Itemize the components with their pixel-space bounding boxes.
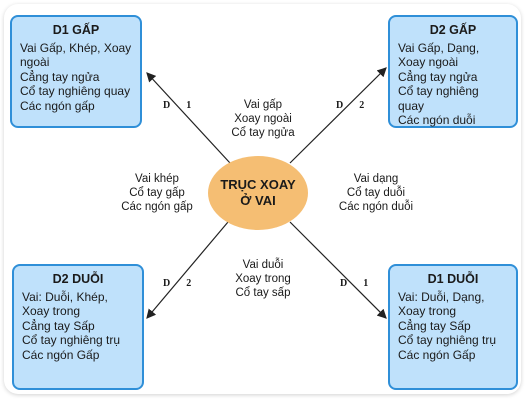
label-top: Vai gấp Xoay ngoài Cổ tay ngửa bbox=[218, 98, 308, 140]
label-line: Vai dạng bbox=[353, 173, 399, 185]
center-ellipse: TRỤC XOAY Ở VAI bbox=[208, 156, 308, 230]
box-line: Các ngón Gấp bbox=[398, 347, 476, 362]
label-line: Các ngón gấp bbox=[121, 201, 193, 213]
box-line: Cẳng tay Sấp bbox=[398, 318, 471, 333]
arrow-bottom-left bbox=[146, 221, 229, 319]
label-line: Cổ tay sấp bbox=[235, 287, 291, 299]
box-line: Vai: Duỗi, Khép, Xoay trong bbox=[22, 289, 108, 319]
box-title: D2 DUỖI bbox=[52, 272, 104, 286]
box-d2-extension: D2 DUỖI Vai: Duỗi, Khép, Xoay trong Cẳng… bbox=[12, 264, 144, 390]
box-line: Cẳng tay Sấp bbox=[22, 318, 95, 333]
box-line: Các ngón duỗi bbox=[398, 113, 476, 127]
box-d1-flexion: D1 GẤP Vai Gấp, Khép, Xoay ngoài Cẳng ta… bbox=[10, 15, 142, 128]
box-title: D1 GẤP bbox=[52, 23, 100, 37]
box-line: Cổ tay nghiêng trụ bbox=[398, 333, 497, 347]
label-line: Xoay ngoài bbox=[234, 113, 292, 125]
box-line: Cẳng tay ngửa bbox=[398, 69, 478, 84]
label-line: Vai gấp bbox=[243, 99, 283, 111]
label-line: Cổ tay gấp bbox=[129, 187, 185, 199]
label-line: Các ngón duỗi bbox=[338, 201, 414, 213]
label-left: Vai khép Cổ tay gấp Các ngón gấp bbox=[112, 172, 202, 214]
box-title: D1 DUỖI bbox=[427, 272, 479, 286]
box-d2-flexion: D2 GẤP Vai Gấp, Dạng, Xoay ngoài Cẳng ta… bbox=[388, 15, 518, 128]
box-line: Các ngón Gấp bbox=[22, 347, 100, 362]
box-d1-extension: D1 DUỖI Vai: Duỗi, Dạng, Xoay trong Cẳng… bbox=[388, 264, 518, 390]
label-bottom: Vai duỗi Xoay trong Cổ tay sấp bbox=[218, 258, 308, 300]
box-line: Vai Gấp, Dạng, Xoay ngoài bbox=[398, 40, 480, 70]
arrow-bottom-right bbox=[289, 221, 387, 319]
label-line: Vai khép bbox=[135, 173, 179, 185]
box-line: Các ngón gấp bbox=[20, 98, 95, 113]
arrow-top-right bbox=[289, 67, 387, 164]
label-line: Vai duỗi bbox=[242, 259, 284, 271]
center-title-line1: TRỤC XOAY bbox=[220, 177, 296, 192]
box-line: Vai Gấp, Khép, Xoay ngoài bbox=[20, 40, 132, 70]
box-line: Cẳng tay ngửa bbox=[20, 69, 100, 84]
box-line: Vai: Duỗi, Dạng, Xoay trong bbox=[398, 289, 485, 319]
arrow-top-left bbox=[146, 72, 231, 164]
label-line: Xoay trong bbox=[235, 273, 291, 285]
label-line: Cổ tay duỗi bbox=[346, 187, 406, 199]
box-line: Cổ tay nghiêng trụ bbox=[22, 333, 121, 347]
center-title-line2: Ở VAI bbox=[240, 193, 276, 208]
label-right: Vai dạng Cổ tay duỗi Các ngón duỗi bbox=[330, 172, 422, 214]
box-title: D2 GẤP bbox=[429, 23, 477, 37]
box-line: Cổ tay nghiêng quay bbox=[20, 84, 131, 98]
box-line: Cổ tay nghiêng quay bbox=[398, 84, 479, 113]
label-line: Cổ tay ngửa bbox=[231, 127, 295, 139]
